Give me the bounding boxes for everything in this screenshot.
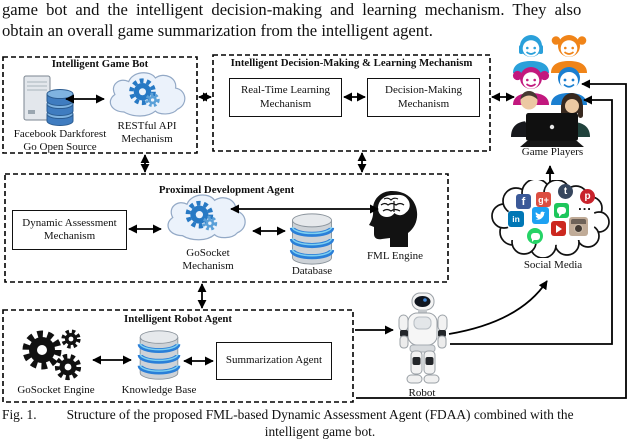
game-bot-title: Intelligent Game Bot <box>51 58 149 70</box>
restful-label: RESTful API Mechanism <box>101 120 193 145</box>
game-players-icon <box>511 35 590 147</box>
gosocket-label-line1: GoSocket <box>186 247 230 259</box>
robot-label: Robot <box>408 387 436 399</box>
decision-title: Intelligent Decision-Making & Learning M… <box>230 57 473 69</box>
whatsapp-icon <box>527 228 543 244</box>
facebook-icon: f <box>516 194 531 209</box>
proximal-title: Proximal Development Agent <box>158 184 295 196</box>
chat-bubble-icon <box>557 207 566 217</box>
gears-icon <box>22 329 82 381</box>
play-icon <box>556 224 562 233</box>
laptop-icon <box>520 113 584 147</box>
paragraph-line-2: obtain an overall game summarization fro… <box>2 20 433 40</box>
server-database-icon <box>23 75 74 126</box>
camera-lens-icon <box>574 223 583 233</box>
robot-agent-title: Intelligent Robot Agent <box>124 313 232 325</box>
facebook-glyph: f <box>521 195 526 208</box>
gosocket-label: GoSocket Mechanism <box>162 247 254 272</box>
google-plus-icon: g+ <box>536 192 551 207</box>
dynamic-assessment-box: Dynamic Assessment Mechanism <box>12 210 127 250</box>
google-plus-glyph: g+ <box>538 194 549 205</box>
fml-brain-icon <box>369 191 418 247</box>
game-players-label: Game Players <box>521 146 584 158</box>
social-media-label: Social Media <box>523 259 583 271</box>
ellipsis-label: ... <box>578 197 592 213</box>
caption-text-1: Structure of the proposed FML-based Dyna… <box>66 407 574 422</box>
fml-engine-label: FML Engine <box>366 250 424 262</box>
realtime-learning-box: Real-Time Learning Mechanism <box>229 78 342 117</box>
restful-label-line1: RESTful API <box>117 120 177 132</box>
kid-girl-orange-icon <box>551 35 587 73</box>
linkedin-icon: in <box>508 211 524 227</box>
database-icon <box>289 213 335 265</box>
caption-line-2: intelligent game bot. <box>264 424 376 439</box>
wechat-icon <box>554 203 569 218</box>
knowledge-base-icon <box>137 330 181 380</box>
restful-label-line2: Mechanism <box>121 132 173 145</box>
database-label: Database <box>291 265 333 277</box>
gosocket-engine-label: GoSocket Engine <box>17 384 95 396</box>
figure-number: Fig. 1. <box>2 407 37 422</box>
tumblr-icon: t <box>558 184 573 199</box>
caption-line-1: Fig. 1. Structure of the proposed FML-bas… <box>2 406 638 423</box>
body-paragraph: game bot and the intelligent decision-ma… <box>2 0 639 41</box>
chat-bubble-icon <box>530 232 540 242</box>
linkedin-glyph: in <box>512 214 520 224</box>
restful-cloud-icon <box>109 72 186 117</box>
paragraph-line-1: game bot and the intelligent decision-ma… <box>2 0 582 19</box>
decision-making-box: Decision-Making Mechanism <box>367 78 480 117</box>
twitter-icon <box>532 207 549 224</box>
twitter-bird-icon <box>535 211 546 220</box>
robot-visor <box>414 296 431 307</box>
tumblr-glyph: t <box>563 186 568 197</box>
arrow-robot-social <box>448 280 548 335</box>
gosocket-cloud-icon <box>167 194 246 241</box>
gosocket-label-line2: Mechanism <box>182 259 234 272</box>
knowledge-base-label: Knowledge Base <box>121 384 197 396</box>
youtube-icon <box>551 221 566 236</box>
robot-icon <box>398 292 448 384</box>
figure-caption: Fig. 1. Structure of the proposed FML-bas… <box>2 406 638 440</box>
summarization-agent-box: Summarization Agent <box>216 342 332 380</box>
instagram-icon <box>569 217 588 236</box>
